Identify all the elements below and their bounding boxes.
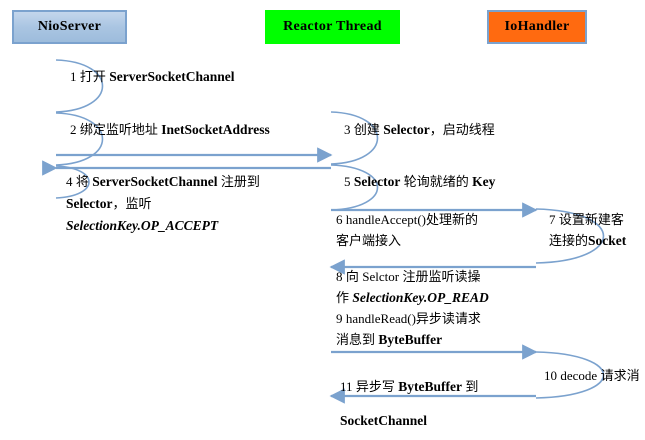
message-7-line-2: 连接的Socket — [549, 231, 626, 252]
message-11-text-code-2: SocketChannel — [340, 413, 428, 428]
message-4-number: 4 — [66, 174, 73, 189]
message-10-number: 10 — [544, 368, 557, 383]
message-11-number: 11 — [340, 379, 353, 394]
message-1-text-cn: 打开 — [79, 70, 106, 85]
message-10-text-decode: decode — [560, 368, 598, 383]
message-11-text-cn-2: 到 — [465, 380, 479, 395]
message-8-text-cn-1: 向 — [345, 270, 359, 285]
message-8-number: 8 — [336, 269, 343, 284]
message-8-text-cn-3: 作 — [336, 291, 350, 306]
message-8-text-selctor: Selctor — [362, 269, 400, 284]
participant-reactor-thread-label: Reactor Thread — [283, 19, 382, 34]
message-6-text-cn-2: 客户端接入 — [336, 234, 402, 249]
message-7-text-cn-1: 设置新建客 — [558, 213, 624, 228]
message-5-text-code-1: Selector — [353, 174, 401, 189]
message-11-text-cn-1: 异步写 — [355, 380, 395, 395]
participant-iohandler[interactable]: IoHandler — [487, 10, 587, 44]
message-6-line-1: 6 handleAccept()处理新的 — [336, 210, 478, 231]
message-4-text-cn-1: 将 — [75, 175, 89, 190]
message-5-number: 5 — [344, 174, 351, 189]
self-loop-m10 — [535, 351, 604, 399]
message-1-number: 1 — [70, 69, 77, 84]
message-11-line-2: SocketChannel — [340, 404, 478, 437]
message-9-text-cn-1: 异步读请求 — [415, 312, 481, 327]
message-label-4: 4 将 ServerSocketChannel 注册到 Selector，监听 … — [66, 171, 260, 236]
message-3-text-cn-2: ，启动线程 — [429, 123, 495, 138]
message-8-line-1: 8 向 Selctor 注册监听读操 — [336, 267, 489, 288]
message-4-line-3: SelectionKey.OP_ACCEPT — [66, 215, 260, 236]
message-9-number: 9 — [336, 311, 343, 326]
message-label-6: 6 handleAccept()处理新的 客户端接入 — [336, 210, 478, 252]
lifelines — [54, 44, 538, 436]
message-9-line-1: 9 handleRead()异步读请求 — [336, 309, 481, 330]
self-loop-m3 — [330, 111, 379, 165]
participant-reactor-thread[interactable]: Reactor Thread — [265, 10, 400, 44]
message-label-11: 11 异步写 ByteBuffer 到 SocketChannel — [340, 370, 478, 437]
message-5-text-cn: 轮询就绪的 — [403, 175, 469, 190]
message-1-text-code: ServerSocketChannel — [109, 69, 235, 84]
self-loop-m7 — [535, 208, 605, 264]
self-loop-m2 — [55, 112, 104, 166]
message-9-text-method: handleRead() — [345, 311, 416, 326]
participant-nioserver[interactable]: NioServer — [12, 10, 127, 44]
message-4-text-cn-2: 注册到 — [220, 175, 260, 190]
message-8-line-2: 作 SelectionKey.OP_READ — [336, 288, 489, 309]
message-11-text-code-1: ByteBuffer — [398, 379, 463, 394]
message-4-line-2: Selector，监听 — [66, 193, 260, 215]
message-4-text-cn-3: ，监听 — [112, 197, 152, 212]
message-5-text-code-2: Key — [472, 174, 496, 189]
message-4-line-1: 4 将 ServerSocketChannel 注册到 — [66, 171, 260, 193]
message-6-line-2: 客户端接入 — [336, 231, 478, 252]
message-11-line-1: 11 异步写 ByteBuffer 到 — [340, 370, 478, 404]
self-loop-m1 — [55, 59, 104, 113]
message-label-10: 10 decode 请求消 — [544, 365, 640, 387]
message-label-5: 5 Selector 轮询就绪的 Key — [344, 171, 495, 193]
message-7-text-cn-2: 连接的 — [549, 234, 589, 249]
message-9-text-code: ByteBuffer — [378, 332, 443, 347]
participant-nioserver-label: NioServer — [37, 19, 102, 34]
message-7-text-code: Socket — [588, 233, 627, 248]
message-6-number: 6 — [336, 212, 343, 227]
message-4-text-italic: SelectionKey.OP_ACCEPT — [66, 218, 219, 233]
message-2-number: 2 — [70, 122, 77, 137]
message-3-text-code: Selector — [383, 122, 430, 137]
message-6-text-cn-1: 处理新的 — [426, 213, 479, 228]
message-7-line-1: 7 设置新建客 — [549, 210, 626, 231]
message-label-7: 7 设置新建客 连接的Socket — [549, 210, 626, 252]
message-4-text-code-1: ServerSocketChannel — [92, 174, 218, 189]
participant-iohandler-label: IoHandler — [504, 19, 570, 34]
message-9-line-2: 消息到 ByteBuffer — [336, 330, 481, 351]
message-6-text-method: handleAccept() — [345, 212, 426, 227]
message-3-number: 3 — [344, 122, 351, 137]
message-8-text-cn-2: 注册监听读操 — [402, 270, 481, 285]
message-4-text-code-2: Selector — [66, 196, 113, 211]
message-8-text-italic: SelectionKey.OP_READ — [352, 290, 489, 305]
self-loop-m5 — [330, 164, 379, 211]
message-label-2: 2 绑定监听地址 InetSocketAddress — [70, 119, 270, 141]
message-9-text-cn-2: 消息到 — [336, 333, 376, 348]
message-label-1: 1 打开 ServerSocketChannel — [70, 66, 235, 88]
message-2-text-cn: 绑定监听地址 — [79, 123, 158, 138]
message-10-text-cn: 请求消 — [600, 369, 640, 384]
message-label-3: 3 创建 Selector，启动线程 — [344, 119, 495, 141]
message-label-8: 8 向 Selctor 注册监听读操 作 SelectionKey.OP_REA… — [336, 267, 489, 309]
message-label-9: 9 handleRead()异步读请求 消息到 ByteBuffer — [336, 309, 481, 351]
message-2-text-code: InetSocketAddress — [161, 122, 270, 137]
message-3-text-cn-1: 创建 — [353, 123, 380, 138]
message-arrows — [42, 147, 538, 404]
message-7-number: 7 — [549, 212, 556, 227]
